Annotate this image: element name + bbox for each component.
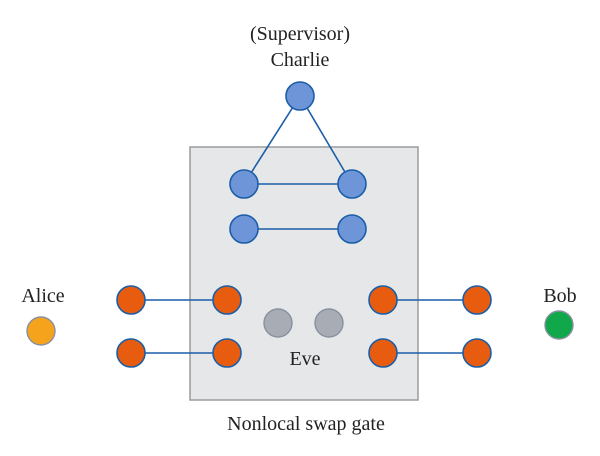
bob-label: Bob	[543, 285, 576, 307]
gate-blue-node-1	[229, 169, 259, 199]
alice-label: Alice	[21, 285, 64, 307]
eve-node-2	[314, 308, 344, 338]
gate-label: Nonlocal swap gate	[227, 413, 385, 435]
orange-nodes	[116, 285, 492, 368]
charlie-label: Charlie	[271, 49, 330, 71]
eve-node-1	[263, 308, 293, 338]
edge-charlie-top-right	[299, 95, 353, 185]
gate-blue-node-4	[337, 214, 367, 244]
bob-side-node-2	[462, 338, 492, 368]
charlie-node	[285, 81, 315, 111]
gate-blue-node-3	[229, 214, 259, 244]
bob-node	[544, 310, 574, 340]
gate-orange-node-3	[368, 285, 398, 315]
edges	[131, 95, 477, 354]
alice-side-node-2	[116, 338, 146, 368]
edge-charlie-top-left	[243, 95, 301, 185]
charlie-nodes	[229, 81, 367, 244]
eve-nodes	[263, 308, 344, 338]
gate-orange-node-1	[212, 285, 242, 315]
gate-orange-node-2	[212, 338, 242, 368]
bob-side-node-1	[462, 285, 492, 315]
eve-label: Eve	[289, 348, 320, 370]
gate-blue-node-2	[337, 169, 367, 199]
supervisor-label: (Supervisor)	[250, 23, 350, 45]
alice-node	[26, 316, 56, 346]
gate-orange-node-4	[368, 338, 398, 368]
alice-side-node-1	[116, 285, 146, 315]
